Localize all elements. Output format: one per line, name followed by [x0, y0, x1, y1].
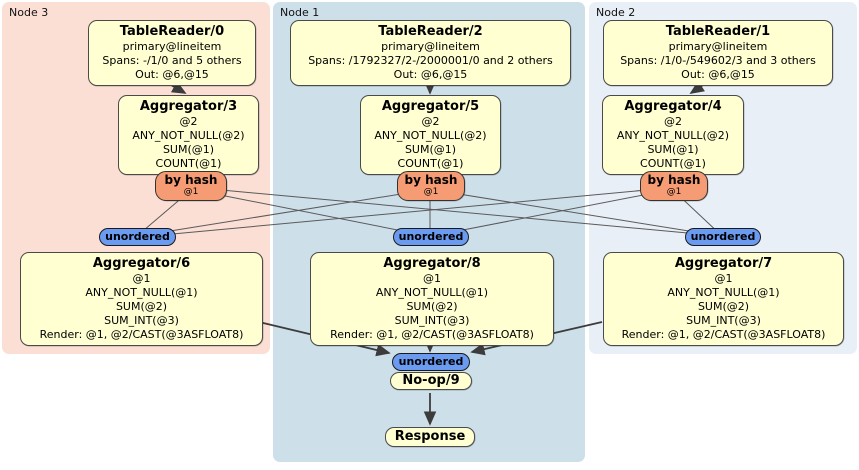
agg-fn: SUM(@1) — [162, 143, 215, 156]
agg-group-cols: @2 — [179, 115, 198, 128]
agg-group-cols: @2 — [664, 115, 682, 128]
processor-title: No-op/9 — [402, 373, 460, 388]
processor-out: Out: @6,@15 — [681, 68, 755, 81]
agg-fn: SUM(@1) — [647, 143, 699, 156]
processor-aggregator-8: Aggregator/8 @1 ANY_NOT_NULL(@1) SUM(@2)… — [310, 252, 554, 346]
agg-fn: SUM(@2) — [697, 300, 750, 313]
processor-noop-9: No-op/9 — [390, 372, 472, 390]
agg-group-cols: @1 — [423, 272, 441, 285]
processor-tablereader-0: TableReader/0 primary@lineitem Spans: -/… — [88, 20, 256, 86]
agg-fn: SUM(@2) — [115, 300, 168, 313]
agg-fn: SUM_INT(@3) — [394, 314, 470, 327]
router-by-hash-2: by hash @1 — [397, 171, 465, 201]
processor-aggregator-7: Aggregator/7 @1 ANY_NOT_NULL(@1) SUM(@2)… — [603, 252, 844, 346]
router-columns: @1 — [666, 187, 682, 197]
processor-index: primary@lineitem — [381, 40, 480, 53]
processor-spans: Spans: -/1/0 and 5 others — [102, 54, 242, 67]
agg-fn: ANY_NOT_NULL(@1) — [85, 286, 198, 299]
agg-fn: SUM(@2) — [406, 300, 458, 313]
agg-render: Render: @1, @2/CAST(@3ASFLOAT8) — [330, 328, 534, 341]
processor-title: Aggregator/8 — [383, 256, 481, 271]
processor-title: Aggregator/7 — [674, 256, 773, 271]
agg-fn: ANY_NOT_NULL(@1) — [375, 286, 489, 299]
router-label: by hash — [647, 173, 701, 187]
router-label: by hash — [164, 173, 218, 187]
region-label: Node 1 — [280, 6, 320, 19]
agg-fn: ANY_NOT_NULL(@2) — [374, 129, 487, 142]
router-columns: @1 — [423, 187, 439, 197]
processor-title: Aggregator/5 — [381, 99, 480, 114]
processor-spans: Spans: /1792327/2-/2000001/0 and 2 other… — [308, 54, 553, 67]
processor-title: Aggregator/4 — [624, 99, 722, 114]
router-label: by hash — [404, 173, 458, 187]
sync-label: unordered — [398, 230, 464, 243]
region-label: Node 2 — [596, 6, 636, 19]
processor-index: primary@lineitem — [122, 40, 222, 53]
sync-label: unordered — [105, 230, 170, 243]
processor-title: Aggregator/3 — [139, 99, 238, 114]
processor-title: Response — [394, 429, 466, 444]
router-columns: @1 — [183, 187, 199, 197]
agg-fn: SUM_INT(@3) — [686, 314, 761, 327]
agg-fn: ANY_NOT_NULL(@2) — [616, 129, 730, 142]
region-label: Node 3 — [9, 6, 49, 19]
agg-group-cols: @1 — [132, 272, 151, 285]
processor-tablereader-2: TableReader/2 primary@lineitem Spans: /1… — [290, 20, 571, 86]
agg-fn: COUNT(@1) — [155, 157, 222, 170]
router-by-hash-3: by hash @1 — [640, 171, 708, 201]
processor-tablereader-1: TableReader/1 primary@lineitem Spans: /1… — [603, 20, 833, 86]
sync-unordered-2: unordered — [393, 228, 469, 246]
processor-title: TableReader/1 — [665, 24, 771, 39]
processor-aggregator-4: Aggregator/4 @2 ANY_NOT_NULL(@2) SUM(@1)… — [602, 95, 744, 175]
processor-title: TableReader/2 — [378, 24, 483, 39]
agg-fn: SUM_INT(@3) — [104, 314, 179, 327]
response-node: Response — [385, 427, 475, 447]
processor-title: Aggregator/6 — [92, 256, 191, 271]
sync-unordered-1: unordered — [99, 228, 176, 246]
processor-index: primary@lineitem — [668, 40, 768, 53]
sync-unordered-final: unordered — [392, 353, 470, 371]
processor-aggregator-3: Aggregator/3 @2 ANY_NOT_NULL(@2) SUM(@1)… — [118, 95, 259, 175]
sync-label: unordered — [398, 355, 464, 368]
sync-label: unordered — [690, 230, 756, 243]
agg-group-cols: @1 — [714, 272, 733, 285]
processor-out: Out: @6,@15 — [135, 68, 209, 81]
agg-render: Render: @1, @2/CAST(@3ASFLOAT8) — [39, 328, 244, 341]
agg-group-cols: @2 — [421, 115, 440, 128]
processor-aggregator-6: Aggregator/6 @1 ANY_NOT_NULL(@1) SUM(@2)… — [20, 252, 263, 346]
processor-spans: Spans: /1/0-/549602/3 and 3 others — [620, 54, 816, 67]
agg-fn: COUNT(@1) — [640, 157, 706, 170]
agg-fn: SUM(@1) — [404, 143, 457, 156]
router-by-hash-1: by hash @1 — [155, 171, 227, 201]
processor-out: Out: @6,@15 — [393, 68, 468, 81]
sync-unordered-3: unordered — [685, 228, 761, 246]
agg-render: Render: @1, @2/CAST(@3ASFLOAT8) — [621, 328, 826, 341]
agg-fn: ANY_NOT_NULL(@1) — [667, 286, 780, 299]
processor-title: TableReader/0 — [119, 24, 225, 39]
agg-fn: COUNT(@1) — [397, 157, 464, 170]
agg-fn: ANY_NOT_NULL(@2) — [132, 129, 245, 142]
processor-aggregator-5: Aggregator/5 @2 ANY_NOT_NULL(@2) SUM(@1)… — [360, 95, 501, 175]
